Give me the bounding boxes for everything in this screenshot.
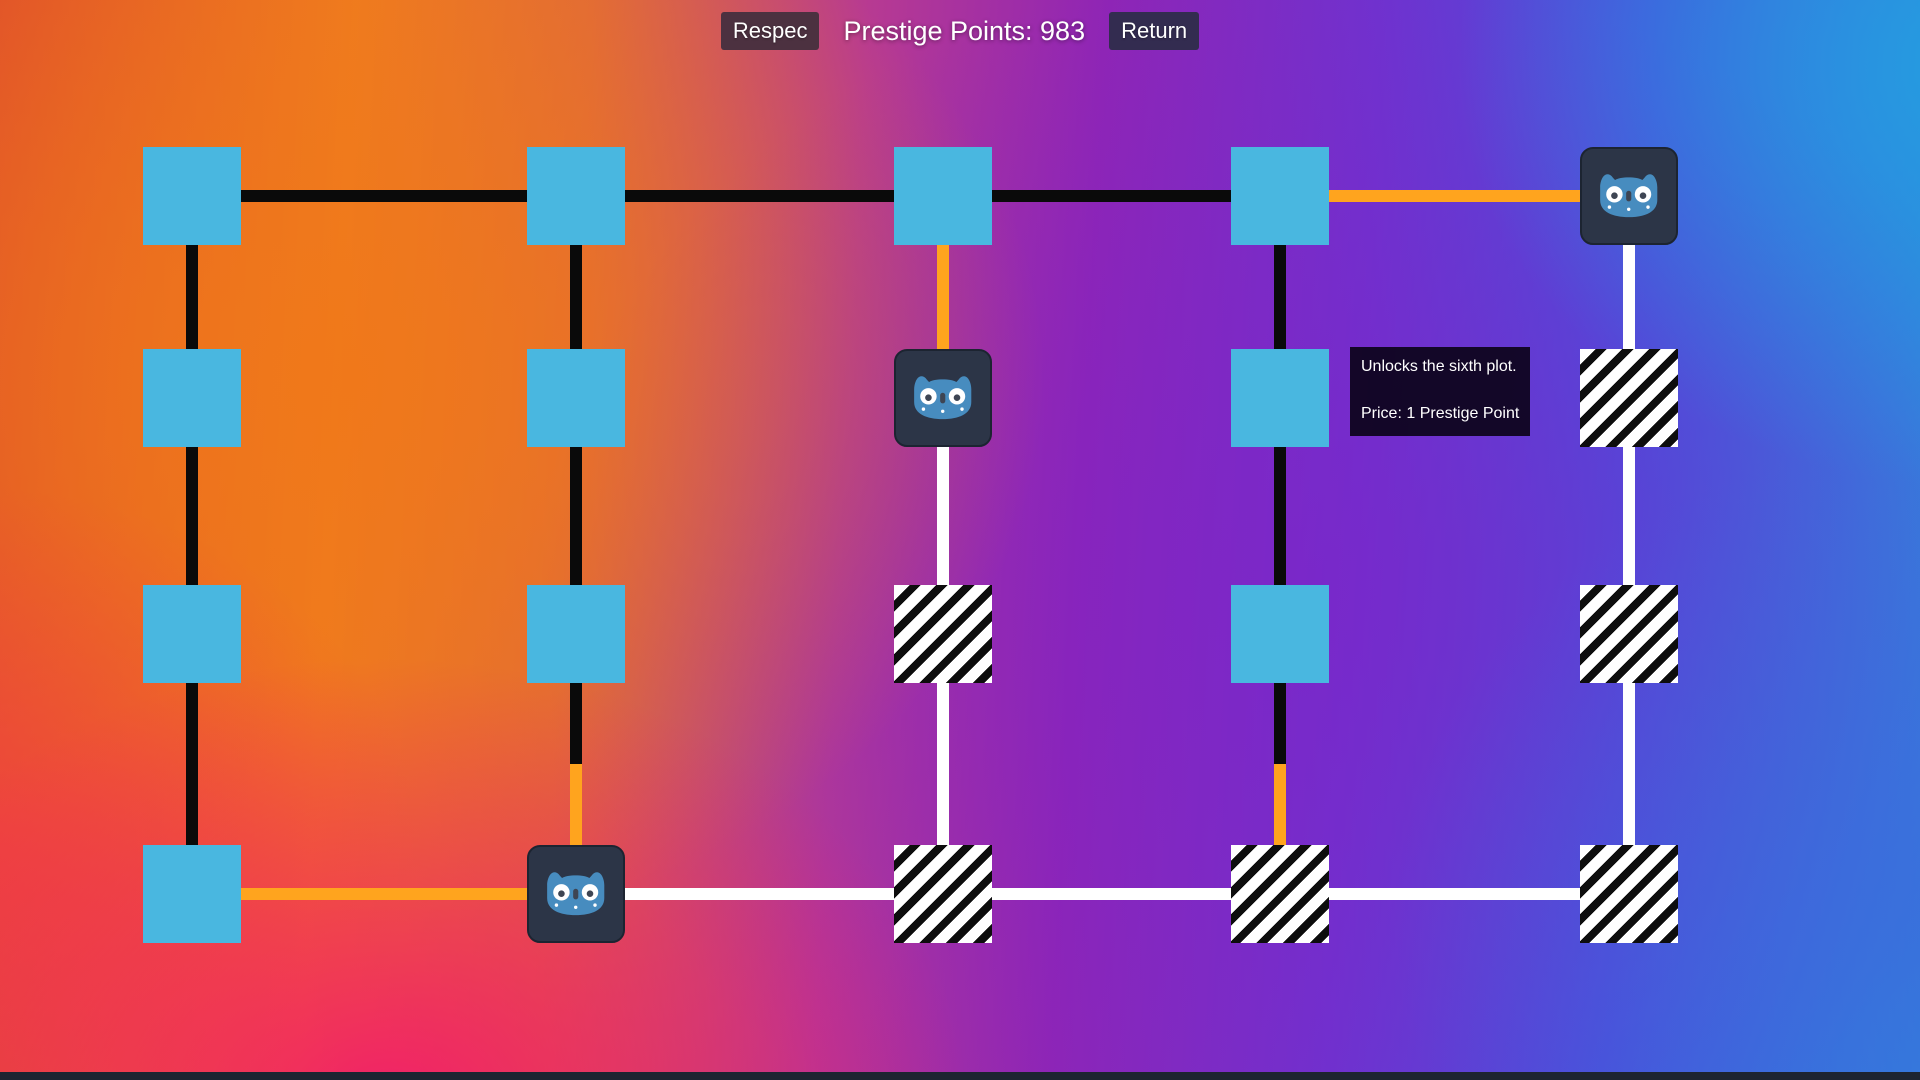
- tree-node-striped[interactable]: [1580, 585, 1678, 683]
- tree-node-cyan[interactable]: [527, 349, 625, 447]
- tree-edge-white: [576, 888, 943, 900]
- tooltip-description: Unlocks the sixth plot.: [1361, 358, 1517, 375]
- tree-node-cyan[interactable]: [143, 147, 241, 245]
- tree-node-cyan[interactable]: [1231, 585, 1329, 683]
- tree-node-godot[interactable]: [894, 349, 992, 447]
- tree-node-striped[interactable]: [894, 585, 992, 683]
- tree-edge-orange: [1280, 190, 1629, 202]
- tree-edge-black: [186, 196, 198, 398]
- tree-edge-black: [943, 190, 1280, 202]
- tree-node-striped[interactable]: [1580, 349, 1678, 447]
- tree-node-cyan[interactable]: [143, 585, 241, 683]
- tree-edge-white: [937, 398, 949, 634]
- tree-edge-black: [570, 196, 582, 398]
- tree-edge-white: [943, 888, 1280, 900]
- tree-node-godot[interactable]: [1580, 147, 1678, 245]
- tree-node-godot[interactable]: [527, 845, 625, 943]
- tree-node-cyan[interactable]: [894, 147, 992, 245]
- tree-node-cyan[interactable]: [1231, 349, 1329, 447]
- tree-edge-orange: [937, 196, 949, 398]
- tree-edge-black: [186, 634, 198, 894]
- tree-edge-white: [1623, 398, 1635, 634]
- godot-icon: [547, 872, 605, 916]
- tree-edge-orange: [192, 888, 576, 900]
- tree-node-cyan[interactable]: [143, 845, 241, 943]
- topbar: Respec Prestige Points: 983 Return: [0, 12, 1920, 51]
- prestige-points-label: Prestige Points: 983: [843, 15, 1086, 46]
- tree-edge-black: [186, 398, 198, 634]
- node-tooltip: Unlocks the sixth plot. Price: 1 Prestig…: [1350, 347, 1531, 436]
- godot-icon: [1600, 174, 1658, 218]
- bottom-border: [0, 1072, 1920, 1080]
- tree-edge-white: [1280, 888, 1629, 900]
- tree-edge-white: [1623, 634, 1635, 894]
- tree-node-cyan[interactable]: [143, 349, 241, 447]
- tree-edge-black: [192, 190, 576, 202]
- tooltip-price: Price: 1 Prestige Point: [1361, 405, 1520, 422]
- tree-node-striped[interactable]: [1231, 845, 1329, 943]
- tree-edge-black: [570, 398, 582, 634]
- tree-node-striped[interactable]: [1580, 845, 1678, 943]
- tree-node-cyan[interactable]: [527, 585, 625, 683]
- tree-edge-black: [1274, 196, 1286, 398]
- respec-button[interactable]: Respec: [720, 12, 820, 51]
- tree-edge-black: [1274, 398, 1286, 634]
- godot-icon: [914, 376, 972, 420]
- tree-edge-black: [576, 190, 943, 202]
- return-button[interactable]: Return: [1109, 12, 1200, 51]
- tree-edge-white: [1623, 196, 1635, 398]
- tree-node-cyan[interactable]: [1231, 147, 1329, 245]
- tree-node-striped[interactable]: [894, 845, 992, 943]
- tree-node-cyan[interactable]: [527, 147, 625, 245]
- tree-edge-white: [937, 634, 949, 894]
